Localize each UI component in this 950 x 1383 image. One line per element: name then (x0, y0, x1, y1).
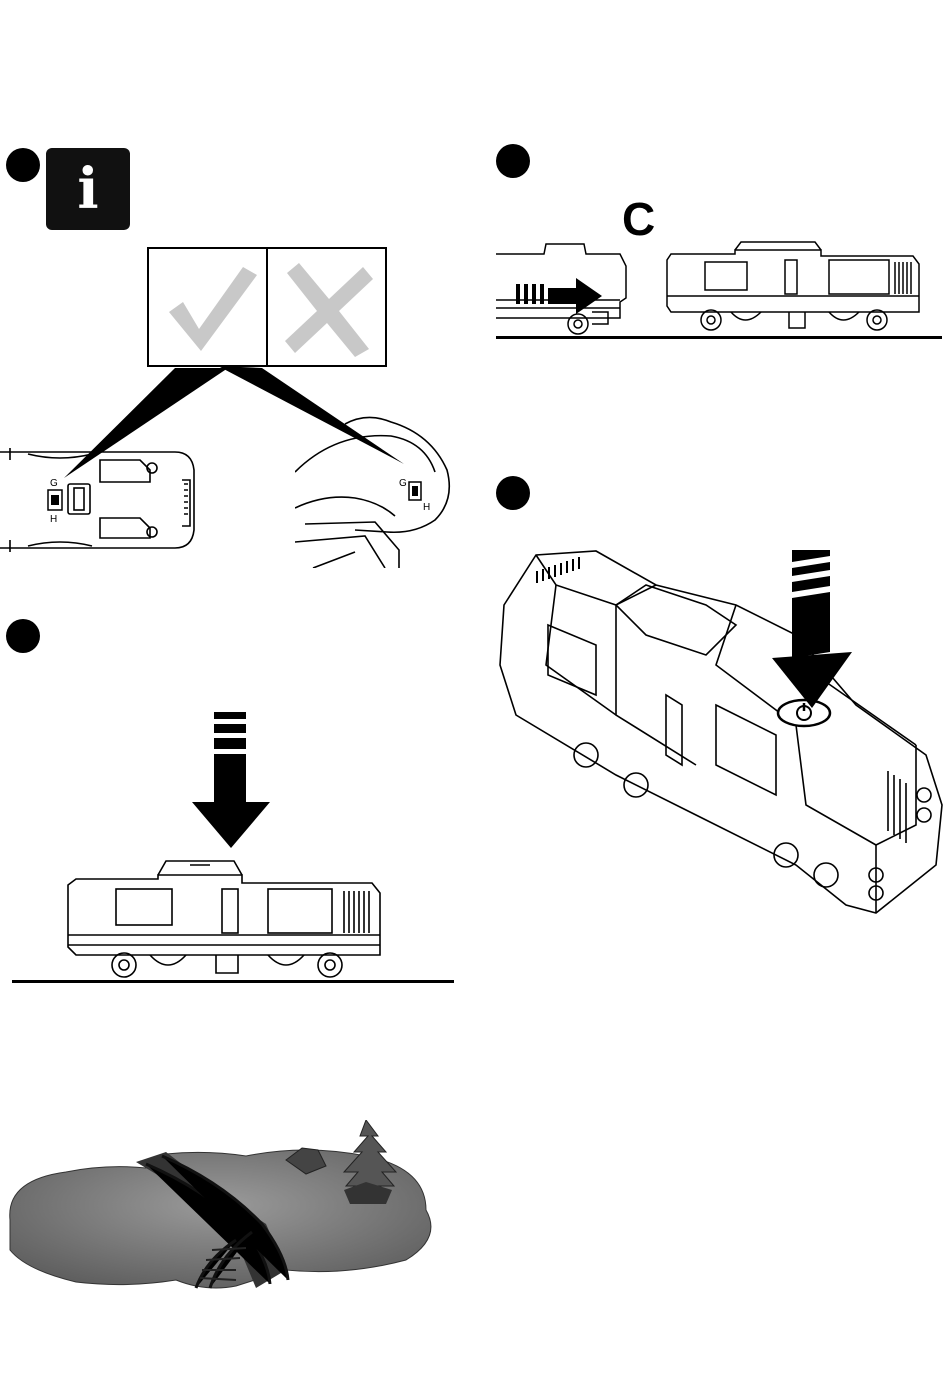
locomotive-perspective-illustration (496, 545, 946, 917)
switch-label-g-left: G (50, 478, 58, 489)
track-line-step-2 (496, 336, 942, 339)
push-down-arrow-step-4 (772, 548, 854, 710)
locomotive-side-illustration-step-3 (62, 855, 392, 980)
locomotive-side-illustration-step-2 (665, 236, 927, 336)
checkmark-icon (161, 257, 261, 357)
track-line-step-3 (12, 980, 454, 983)
step-3-bullet (6, 619, 40, 653)
comparison-divider (266, 249, 268, 367)
track-diorama-illustration (6, 1120, 446, 1295)
switch-label-h-right: H (423, 502, 430, 513)
step-1-bullet (6, 148, 40, 182)
push-down-arrow-step-3 (190, 710, 272, 850)
info-icon: i (46, 148, 130, 230)
step-2-bullet (496, 144, 530, 178)
step-4-bullet (496, 476, 530, 510)
comparison-box (147, 247, 387, 367)
coupling-symbol: C (622, 196, 655, 242)
loco-underside-illustration: G H (0, 440, 215, 560)
switch-label-h-left: H (50, 514, 57, 525)
tender-car-illustration (496, 240, 631, 336)
cross-icon (277, 257, 377, 357)
info-glyph: i (77, 161, 98, 217)
switch-label-g-right: G (399, 478, 407, 489)
hand-holding-loco-illustration: G H (295, 412, 455, 568)
